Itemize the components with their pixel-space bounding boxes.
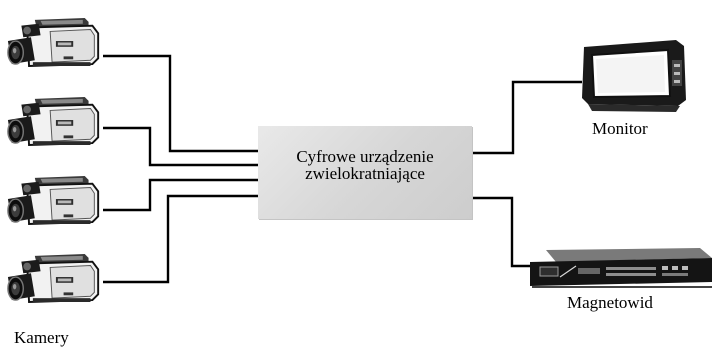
vcr-cable bbox=[472, 198, 530, 266]
camera-icon bbox=[8, 254, 98, 302]
camera-1-cable bbox=[103, 56, 258, 151]
camera-icon bbox=[8, 176, 98, 224]
multiplexer-label-line1: Cyfrowe urządzenie bbox=[258, 148, 472, 165]
monitor-label: Monitor bbox=[592, 120, 648, 137]
monitor-cable bbox=[472, 82, 582, 153]
vcr-label: Magnetowid bbox=[567, 294, 653, 311]
multiplexer-box: Cyfrowe urządzenie zwielokratniające bbox=[258, 126, 472, 219]
multiplexer-label-line2: zwielokratniające bbox=[258, 165, 472, 182]
vcr-icon bbox=[530, 248, 712, 288]
camera-icon bbox=[8, 18, 98, 66]
camera-2-cable bbox=[103, 128, 258, 165]
multiplexer-label: Cyfrowe urządzenie zwielokratniające bbox=[258, 148, 472, 182]
camera-icon bbox=[8, 97, 98, 145]
monitor-icon bbox=[582, 40, 686, 112]
cameras-label: Kamery bbox=[14, 329, 69, 346]
